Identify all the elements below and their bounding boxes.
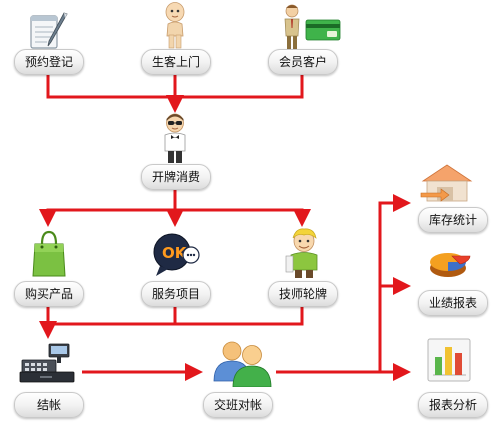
ok-speech-bubble-icon: OK [153, 233, 200, 276]
cash-register-icon [19, 343, 75, 383]
walk-in-button[interactable]: 生客上门 [141, 49, 211, 75]
reservation-button[interactable]: 预约登记 [14, 49, 84, 75]
open-card-button[interactable]: 开牌消费 [141, 164, 211, 190]
waiter-figure-icon [164, 113, 186, 163]
service-item-button[interactable]: 服务项目 [141, 281, 211, 307]
shift-handover-button[interactable]: 交班对帐 [203, 392, 273, 418]
member-button[interactable]: 会员客户 [268, 49, 338, 75]
member-card-icon [284, 4, 341, 49]
performance-report-button[interactable]: 业绩报表 [418, 290, 488, 316]
two-users-icon [213, 341, 272, 387]
ok-text: OK [162, 244, 188, 262]
customer-figure-icon [165, 2, 185, 49]
inventory-stats-button[interactable]: 库存统计 [418, 207, 488, 233]
shopping-bag-icon [32, 230, 66, 277]
checkout-button[interactable]: 结帐 [14, 392, 84, 418]
notepad-pen-icon [30, 12, 68, 49]
pie-chart-icon [430, 253, 471, 277]
technician-figure-icon [285, 228, 318, 278]
report-analysis-button[interactable]: 报表分析 [418, 392, 488, 418]
buy-product-button[interactable]: 购买产品 [14, 281, 84, 307]
bar-chart-report-icon [427, 338, 471, 382]
warehouse-icon [420, 164, 473, 202]
technician-button[interactable]: 技师轮牌 [268, 281, 338, 307]
